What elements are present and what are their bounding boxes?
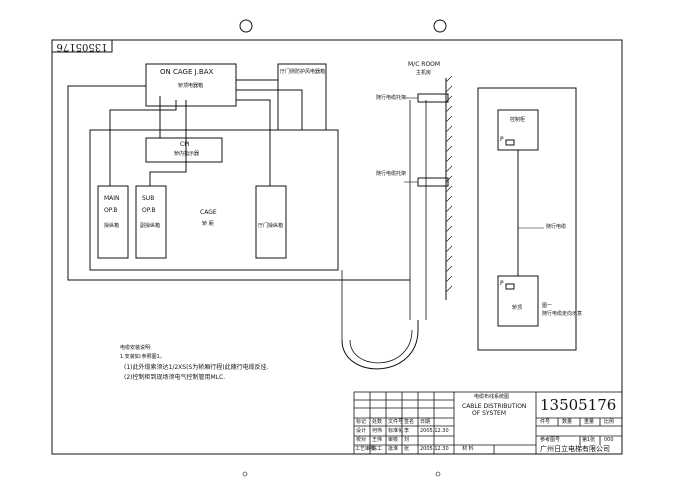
sign-r3-c4: 2005.12.30 xyxy=(420,446,449,452)
sign-r0-c1: 处数 xyxy=(372,419,383,425)
sign-r0-c3: 签名 xyxy=(404,419,415,425)
schematic-frame xyxy=(477,87,577,351)
controller-cn: 控制柜 xyxy=(510,117,526,123)
sub-op-line1: SUB xyxy=(142,195,155,202)
cpi-title: CPI xyxy=(180,141,190,148)
door-control-cn: 厅门操纵箱 xyxy=(258,223,284,229)
sign-r3-c1: 陈工 xyxy=(372,446,383,452)
notes-line1: 1.安装如:参照图1。 xyxy=(120,354,165,360)
cable-loop-inner xyxy=(349,329,413,364)
title-block-lines xyxy=(353,391,623,455)
header-weight: 重量 xyxy=(584,419,595,425)
sub-op-cn: 副操纵箱 xyxy=(140,223,161,229)
sign-r2-c1: 王伟 xyxy=(372,437,383,443)
sign-r1-c0: 设计 xyxy=(356,428,367,434)
revision: 000 xyxy=(604,437,614,443)
cable-loop xyxy=(341,320,419,370)
wire-sub-op xyxy=(149,100,187,186)
sign-r3-c3: 张 xyxy=(404,446,410,452)
traveling-cable-cn: 随行电缆 xyxy=(546,224,567,230)
machine-room-title: M/C ROOM xyxy=(408,61,441,68)
figure-caption-1: 图一 xyxy=(542,303,553,309)
title-block-title-cn: 电缆布线系统图 xyxy=(474,394,510,400)
title-block-title-en-1: CABLE DISTRIBUTION xyxy=(462,403,527,410)
car-jbox-cn: 轿顶电器箱 xyxy=(178,83,204,89)
outer-border xyxy=(51,39,623,455)
door-motor-box-cn: 厅门侧防护风电器箱 xyxy=(280,69,326,75)
car-top-frame xyxy=(497,275,539,327)
cage-frame xyxy=(89,129,339,271)
sheet-label: 第1张 xyxy=(582,437,596,443)
title-block-title-en-2: OF SYSTEM xyxy=(472,410,506,417)
sign-r1-c1: 何伟 xyxy=(372,428,383,434)
title-block-number: 13505176 xyxy=(540,396,617,414)
wire-door-control xyxy=(236,99,271,186)
car-top-plug-label: P xyxy=(500,280,504,287)
sub-op-line2: OP.B xyxy=(142,207,156,214)
sign-r3-c2: 批准 xyxy=(388,446,399,452)
car-top-cn: 轿顶 xyxy=(512,305,523,311)
company-name: 广州日立电梯有限公司 xyxy=(540,445,610,453)
sign-r0-c2: 文件号 xyxy=(388,419,404,425)
bracket-top-cn: 随行电缆托架 xyxy=(376,95,407,101)
car-jbox-title: ON CAGE J.BAX xyxy=(160,68,214,76)
material-label: 材 料 xyxy=(462,446,474,452)
bottom-mark-right xyxy=(435,471,441,477)
header-scale: 比例 xyxy=(604,419,615,425)
main-op-frame xyxy=(97,185,129,259)
drawing-number-frame xyxy=(51,39,113,53)
sign-r0-c0: 标记 xyxy=(356,419,367,425)
sign-r2-c0: 校对 xyxy=(356,437,367,443)
cpi-frame xyxy=(145,137,223,163)
controller-plug xyxy=(505,139,515,146)
sign-r3-c0: 工艺审核 xyxy=(355,446,376,452)
controller-frame xyxy=(497,109,539,151)
door-control-frame xyxy=(255,185,287,259)
sub-op-frame xyxy=(135,185,167,259)
bottom-mark-left xyxy=(242,471,248,477)
car-top-plug xyxy=(505,283,515,290)
notes-line3: (2)控制柜到现场须电气控制管用MLC. xyxy=(124,374,226,381)
wire-left-loop xyxy=(67,85,410,281)
main-op-line2: OP.B xyxy=(104,207,118,214)
sign-r1-c4: 2005.12.30 xyxy=(420,428,449,434)
header-qty: 数量 xyxy=(562,419,573,425)
cage-title: CAGE xyxy=(200,209,217,216)
bracket-top-frame xyxy=(417,93,449,103)
cpi-cn: 轿内指示器 xyxy=(174,151,200,157)
wire-door-motor-down xyxy=(236,89,303,130)
notes-title: 电缆安装说明: xyxy=(120,345,152,351)
sign-r0-c4: 日期 xyxy=(420,419,431,425)
header-part: 件号 xyxy=(540,419,551,425)
drawing-number-rotated: 13505176 xyxy=(56,41,108,52)
ref-label: 参考图号 xyxy=(540,437,561,443)
bracket-mid-frame xyxy=(417,177,449,187)
sign-r1-c3: 李 xyxy=(404,428,410,434)
wire-main-op xyxy=(109,100,177,186)
car-jbox-frame xyxy=(145,63,237,107)
punch-hole-right xyxy=(433,19,447,33)
controller-plug-label: P xyxy=(500,136,504,143)
machine-room-cn: 主机房 xyxy=(416,70,432,76)
bracket-mid-cn: 随行电缆托架 xyxy=(376,171,407,177)
figure-caption-2: 随行电缆走向示意 xyxy=(542,311,583,317)
sign-r2-c2: 审核 xyxy=(388,437,399,443)
main-op-line1: MAIN xyxy=(104,195,120,202)
shaft-hatching xyxy=(445,75,453,293)
cage-cn: 轿 厢 xyxy=(202,221,214,227)
sign-r2-c3: 刘 xyxy=(404,437,410,443)
punch-hole-left xyxy=(239,19,253,33)
sign-r1-c2: 标准化 xyxy=(388,428,404,434)
notes-line2: (1)此外缆索须达1/2XS(S为轿厢行程)此随行电缆反挂. xyxy=(124,364,269,371)
main-op-cn: 操纵箱 xyxy=(104,223,120,229)
